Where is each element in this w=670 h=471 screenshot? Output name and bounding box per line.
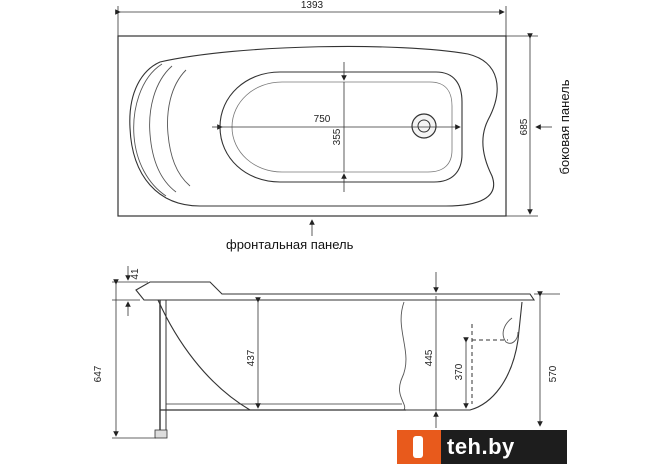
dim-total-height: 647 [93,365,104,382]
watermark-badge: teh.by [397,430,567,464]
dim-width: 685 [519,118,530,135]
bowl-outline [219,71,463,183]
dim-bowl-depth: 437 [246,349,257,366]
dim-bowl-length: 750 [314,114,331,125]
watermark-text: teh.by [441,430,567,464]
teh-logo-icon [397,430,441,464]
dim-drain-height: 370 [454,363,465,380]
dim-rim-thickness: 41 [130,268,141,280]
top-view: 1393 685 750 355 фронтальная панель боко… [115,0,572,252]
tub-body-side [157,299,523,411]
front-panel-label: фронтальная панель [226,237,354,252]
cutaway-edge [399,301,407,411]
drain-icon [411,113,437,139]
headrest-contour [133,63,191,197]
bowl-inner-outline [231,81,453,173]
side-panel-label: боковая панель [557,79,572,174]
dim-length: 1393 [301,0,324,11]
side-view: 41 647 437 445 370 570 [93,266,560,439]
drain-pipe [471,324,508,404]
dim-body-height: 570 [548,365,559,382]
leg-foot [154,429,168,439]
dim-inner-depth: 445 [424,349,435,366]
dim-bowl-width: 355 [332,128,343,145]
tub-rim-side [135,281,536,301]
tub-rim-contour [129,45,498,207]
tub-outline-top [117,35,507,217]
